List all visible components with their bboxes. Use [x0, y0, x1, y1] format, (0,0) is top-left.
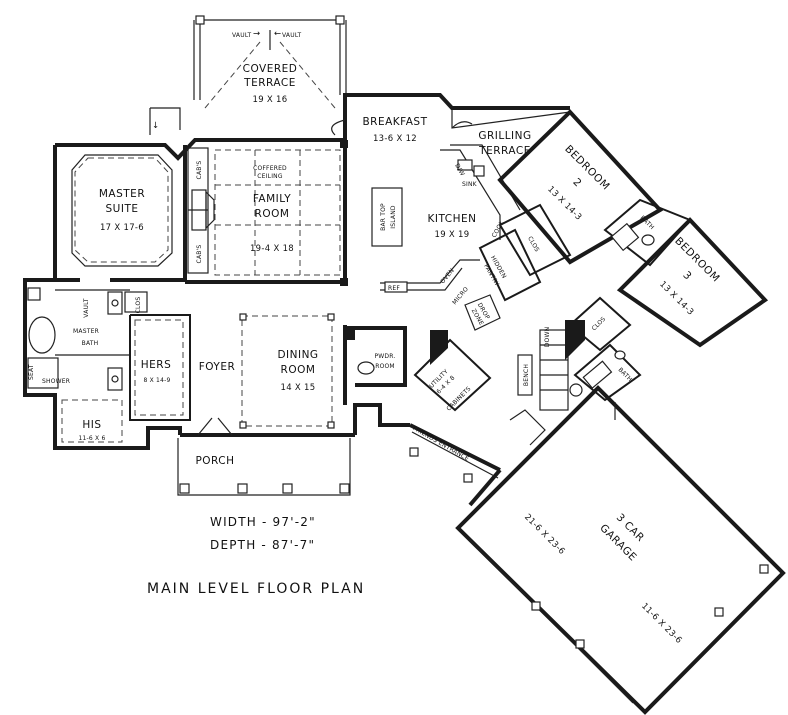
room-name: TERRACE	[478, 145, 531, 157]
hidden-pantry: HIDDEN PANTRY DROP ZONE	[464, 228, 542, 331]
stairs: BENCH DOWN	[509, 320, 585, 446]
arrow-down-icon: ↓	[152, 121, 159, 131]
exterior-walls	[23, 93, 570, 507]
room-name: BREAKFAST	[362, 116, 427, 128]
master-suite: MASTER SUITE 17 X 17-6	[55, 145, 187, 282]
bath-label: BATH	[617, 366, 634, 383]
plan-caption: MAIN LEVEL FLOOR PLAN	[147, 581, 365, 597]
master-bath: SEAT SHOWER MASTER BATH VAULT CLOS	[27, 287, 148, 391]
room-dimension: 11-6 X 6	[79, 435, 106, 442]
island-label: BAR TOP	[380, 203, 387, 231]
room-name: SUITE	[106, 203, 139, 215]
room-name: ROOM	[281, 364, 316, 376]
room-name: FOYER	[199, 361, 236, 373]
ceiling-note: CEILING	[257, 173, 283, 180]
room-name: PWDR.	[374, 353, 395, 360]
room-name: 2	[570, 176, 584, 190]
island-label: ISLAND	[390, 205, 397, 229]
porch: PORCH	[177, 438, 351, 496]
room-dimension: 17 X 17-6	[100, 223, 144, 233]
oven-label: OVEN	[439, 267, 456, 285]
room-dimension: 13-6 X 12	[373, 134, 417, 144]
ceiling-note: COFFERED	[253, 165, 287, 172]
room-name: BATH	[82, 340, 99, 347]
room-dimension: 13 X 14-3	[545, 184, 583, 222]
room-name: DINING	[277, 349, 318, 361]
his-closet: HIS 11-6 X 6	[61, 399, 123, 443]
hers-closet: HERS 8 X 14-9	[129, 314, 191, 421]
grilling-terrace: GRILLING TERRACE	[451, 110, 571, 157]
arrow-left-icon: ←	[274, 29, 281, 39]
room-name: COVERED	[243, 63, 298, 75]
room-name: PORCH	[195, 455, 234, 467]
room-dimension: 8 X 14-9	[144, 377, 171, 384]
room-dimension: 13 X 14-3	[657, 279, 695, 317]
closet-label: CLOS	[591, 316, 608, 333]
vault-label: VAULT	[232, 32, 252, 39]
room-name: ROOM	[375, 363, 395, 370]
room-dimension: 19 X 16	[253, 95, 288, 105]
room-name: HIS	[82, 419, 101, 431]
cabinet-label: CAB'S	[196, 161, 203, 180]
closet-label: CLOS	[526, 235, 540, 253]
room-dimension: 11-6 X 23-6	[639, 601, 684, 646]
closet-label: CLOS	[135, 297, 142, 314]
room-name: MASTER	[73, 328, 99, 335]
refrigerator-label: REF	[388, 285, 400, 292]
plan-info: WIDTH - 97'-2" DEPTH - 87'-7" MAIN LEVEL…	[147, 515, 365, 597]
family-room: CAB'S CAB'S COFFERED CEILING FAMILY ROOM…	[185, 140, 348, 286]
foyer: FOYER	[197, 361, 236, 436]
room-name: HERS	[141, 359, 172, 371]
bench-label: BENCH	[523, 364, 530, 386]
room-name: ROOM	[255, 208, 290, 220]
entrance-label: FRIENDS ENTRANCE	[411, 425, 470, 463]
room-name: 3	[680, 269, 694, 283]
room-name: BEDROOM	[672, 235, 722, 285]
seat-label: SEAT	[28, 364, 35, 380]
room-name: FAMILY	[253, 193, 291, 205]
vault-label: VAULT	[83, 298, 90, 318]
room-name: MASTER	[99, 188, 145, 200]
width-dimension: WIDTH - 97'-2"	[210, 515, 316, 529]
stairs-down-label: DOWN	[544, 327, 551, 348]
room-dimension: 14 X 15	[281, 383, 316, 393]
depth-dimension: DEPTH - 87'-7"	[210, 538, 315, 552]
room-dimension: 19 X 19	[435, 230, 470, 240]
arrow-right-icon: →	[253, 29, 260, 39]
microwave-label: MICRO	[451, 286, 470, 307]
vault-label: VAULT	[282, 32, 302, 39]
friends-entrance: FRIENDS ENTRANCE	[409, 425, 499, 483]
powder-room: PWDR. ROOM	[343, 326, 407, 387]
covered-terrace: VAULT VAULT → ← COVERED TERRACE 19 X 16 …	[149, 15, 347, 135]
room-name: KITCHEN	[428, 213, 477, 225]
room-dimension: 19-4 X 18	[250, 244, 294, 254]
cabinet-label: CAB'S	[196, 245, 203, 264]
shower-label: SHOWER	[42, 378, 70, 385]
dining-room: DINING ROOM 14 X 15	[239, 313, 347, 429]
garage: 3 CAR GARAGE 21-6 X 23-6 11-6 X 23-6	[455, 385, 786, 715]
room-name: TERRACE	[243, 77, 296, 89]
room-dimension: 21-6 X 23-6	[522, 512, 567, 557]
sink-label: SINK	[462, 181, 478, 188]
utility-room: UTILITY 6-4 X 8 CABINETS	[413, 330, 492, 413]
room-name: GRILLING	[478, 130, 531, 142]
